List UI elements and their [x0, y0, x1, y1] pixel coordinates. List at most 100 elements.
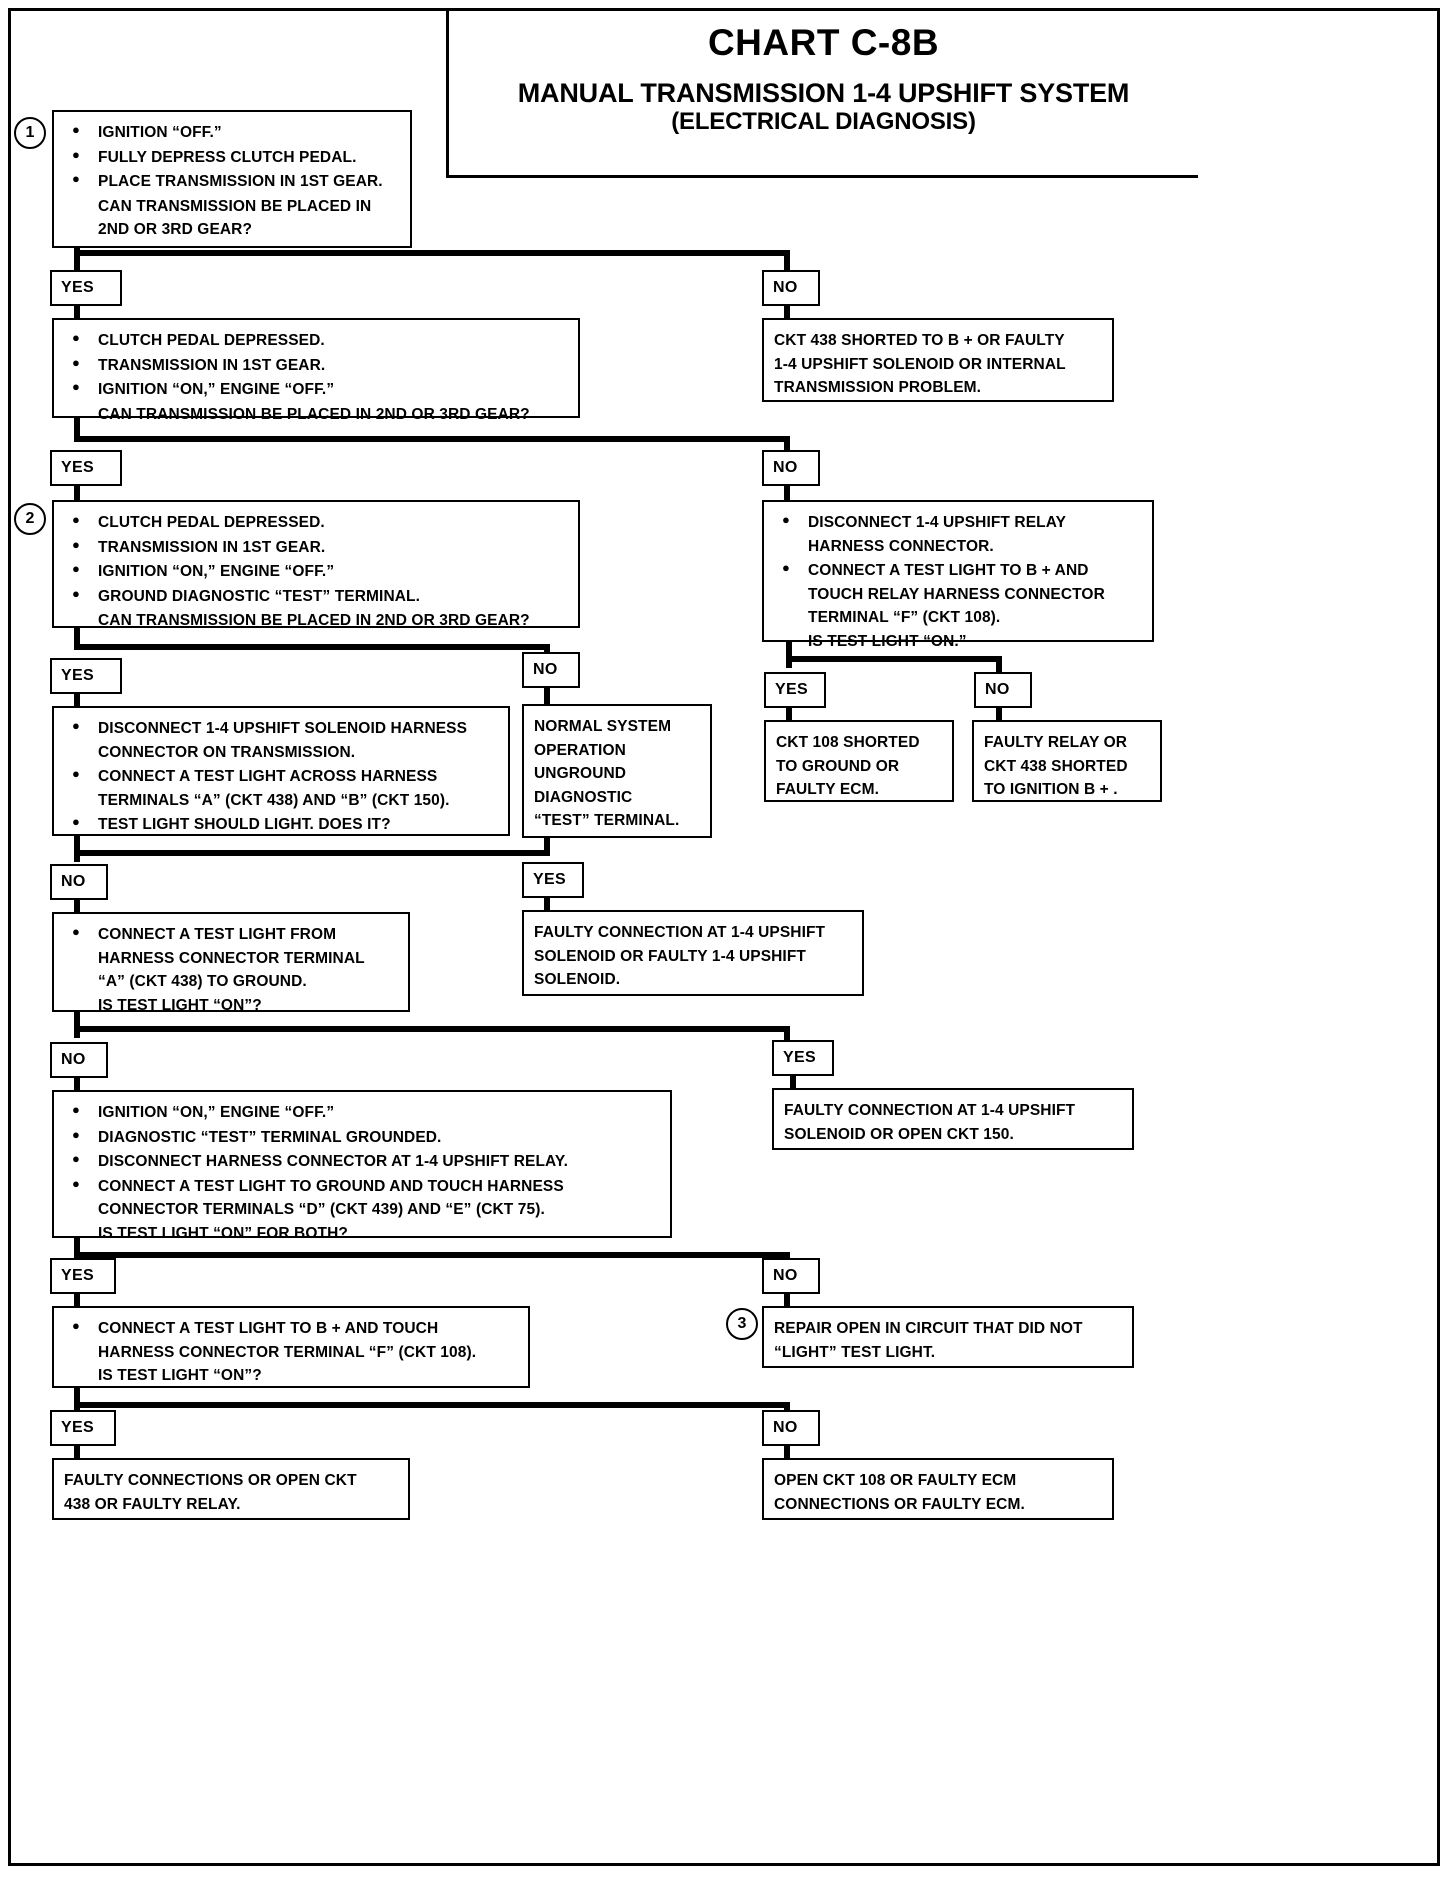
connector-line [74, 628, 80, 650]
connector-line [74, 1446, 80, 1460]
final-yes-result: FAULTY CONNECTIONS OR OPEN CKT 438 OR FA… [52, 1458, 410, 1520]
bullet: CLUTCH PEDAL DEPRESSED. [64, 510, 568, 535]
node-5-yes-result: FAULTY CONNECTION AT 1-4 UPSHIFT SOLENOI… [522, 910, 864, 996]
branch-label-no: NO [522, 652, 580, 688]
connector-line [74, 900, 80, 914]
connector-line [996, 708, 1002, 722]
connector-line [74, 1252, 790, 1258]
branch-label-no: NO [50, 864, 108, 900]
node-2-no-relay-test: DISCONNECT 1-4 UPSHIFT RELAY HARNESS CON… [762, 500, 1154, 650]
bullet: TRANSMISSION IN 1ST GEAR. [64, 535, 568, 560]
step-circle-2: 2 [14, 503, 46, 535]
connector-line [74, 1402, 790, 1408]
final-no-result: OPEN CKT 108 OR FAULTY ECM CONNECTIONS O… [762, 1458, 1114, 1520]
chart-id: CHART C-8B [707, 22, 940, 63]
relay-no-result: FAULTY RELAY OR CKT 438 SHORTED TO IGNIT… [972, 720, 1162, 802]
bullet: IGNITION “ON,” ENGINE “OFF.” [64, 377, 568, 402]
bullet: CONNECT A TEST LIGHT TO B + AND TOUCH RE… [774, 558, 1142, 653]
connector-line [544, 838, 550, 856]
result-text: FAULTY RELAY OR CKT 438 SHORTED TO IGNIT… [984, 734, 1128, 799]
connector-line [544, 688, 550, 704]
node-1-box: IGNITION “OFF.” FULLY DEPRESS CLUTCH PED… [52, 110, 412, 248]
relay-yes-result: CKT 108 SHORTED TO GROUND OR FAULTY ECM. [764, 720, 954, 802]
connector-line [544, 644, 550, 658]
connector-line [74, 436, 790, 442]
node-5-box: CONNECT A TEST LIGHT FROM HARNESS CONNEC… [52, 912, 410, 1014]
title-block: CHART C-8B MANUAL TRANSMISSION 1-4 UPSHI… [446, 10, 1198, 178]
connector-line [784, 306, 790, 320]
connector-line [74, 486, 80, 502]
connector-line [74, 850, 550, 856]
branch-label-yes: YES [772, 1040, 834, 1076]
bullet: IGNITION “ON,” ENGINE “OFF.” [64, 559, 568, 584]
connector-line [544, 898, 550, 912]
node-1-no-result: CKT 438 SHORTED TO B + OR FAULTY 1-4 UPS… [762, 318, 1114, 402]
connector-line [784, 486, 790, 502]
connector-line [74, 248, 80, 270]
question-text: CAN TRANSMISSION BE PLACED IN 2ND OR 3RD… [98, 405, 530, 423]
bullet: DISCONNECT 1-4 UPSHIFT RELAY HARNESS CON… [774, 510, 1142, 558]
node-7-repair-result: REPAIR OPEN IN CIRCUIT THAT DID NOT “LIG… [762, 1306, 1134, 1368]
bullet: FULLY DEPRESS CLUTCH PEDAL. [64, 145, 400, 170]
branch-label-no: NO [762, 450, 820, 486]
node-6-box: IGNITION “ON,” ENGINE “OFF.” DIAGNOSTIC … [52, 1090, 672, 1242]
result-text: NORMAL SYSTEM OPERATION UNGROUND DIAGNOS… [534, 718, 680, 830]
bullet: DIAGNOSTIC “TEST” TERMINAL GROUNDED. [64, 1125, 660, 1150]
result-text: FAULTY CONNECTION AT 1-4 UPSHIFT SOLENOI… [534, 924, 826, 989]
branch-label-yes: YES [764, 672, 826, 708]
connector-line [784, 250, 790, 272]
branch-label-yes: YES [50, 1410, 116, 1446]
connector-line [784, 436, 790, 452]
connector-line [74, 306, 80, 320]
connector-line [74, 836, 80, 862]
node-7-box: CONNECT A TEST LIGHT TO B + AND TOUCH HA… [52, 1306, 530, 1388]
result-text: FAULTY CONNECTIONS OR OPEN CKT 438 OR FA… [64, 1472, 357, 1513]
branch-label-yes: YES [50, 1258, 116, 1294]
connector-line [784, 1026, 790, 1042]
bullet: TRANSMISSION IN 1ST GEAR. [64, 353, 568, 378]
bullet: DISCONNECT HARNESS CONNECTOR AT 1-4 UPSH… [64, 1149, 660, 1174]
connector-line [784, 1446, 790, 1460]
branch-label-no: NO [762, 1258, 820, 1294]
result-text: OPEN CKT 108 OR FAULTY ECM CONNECTIONS O… [774, 1472, 1025, 1513]
bullet: DISCONNECT 1-4 UPSHIFT SOLENOID HARNESS … [64, 716, 498, 764]
chart-subtitle: (ELECTRICAL DIAGNOSIS) [671, 107, 976, 135]
connector-line [790, 1076, 796, 1090]
result-text: CKT 108 SHORTED TO GROUND OR FAULTY ECM. [776, 734, 920, 799]
result-text: REPAIR OPEN IN CIRCUIT THAT DID NOT “LIG… [774, 1320, 1083, 1361]
bullet: CONNECT A TEST LIGHT TO GROUND AND TOUCH… [64, 1174, 660, 1246]
bullet: TEST LIGHT SHOULD LIGHT. DOES IT? [64, 812, 498, 837]
connector-line [74, 1238, 80, 1264]
step-circle-1: 1 [14, 117, 46, 149]
result-text: CKT 438 SHORTED TO B + OR FAULTY 1-4 UPS… [774, 332, 1066, 397]
connector-line [996, 656, 1002, 672]
bullet: CLUTCH PEDAL DEPRESSED. [64, 328, 568, 353]
bullet: CONNECT A TEST LIGHT FROM HARNESS CONNEC… [64, 922, 398, 1017]
connector-line [786, 656, 1002, 662]
connector-line [786, 708, 792, 722]
branch-label-no: NO [50, 1042, 108, 1078]
bullet: CONNECT A TEST LIGHT TO B + AND TOUCH HA… [64, 1316, 518, 1388]
bullet: GROUND DIAGNOSTIC “TEST” TERMINAL. [64, 584, 568, 609]
node-4-box: DISCONNECT 1-4 UPSHIFT SOLENOID HARNESS … [52, 706, 510, 836]
connector-line [74, 1294, 80, 1308]
bullet: IGNITION “ON,” ENGINE “OFF.” [64, 1100, 660, 1125]
connector-line [786, 642, 792, 668]
result-text: FAULTY CONNECTION AT 1-4 UPSHIFT SOLENOI… [784, 1102, 1076, 1143]
connector-line [74, 644, 550, 650]
bullet: CONNECT A TEST LIGHT ACROSS HARNESS TERM… [64, 764, 498, 812]
connector-line [74, 1078, 80, 1092]
chart-title: MANUAL TRANSMISSION 1-4 UPSHIFT SYSTEM [517, 77, 1130, 108]
page-border [8, 8, 1440, 1866]
connector-line [74, 694, 80, 708]
connector-line [74, 418, 80, 440]
normal-operation-result: NORMAL SYSTEM OPERATION UNGROUND DIAGNOS… [522, 704, 712, 838]
branch-label-yes: YES [522, 862, 584, 898]
connector-line [74, 1026, 790, 1032]
bullet: IGNITION “OFF.” [64, 120, 400, 145]
connector-line [74, 1012, 80, 1038]
connector-line [74, 1388, 80, 1414]
node-2-box: CLUTCH PEDAL DEPRESSED. TRANSMISSION IN … [52, 318, 580, 423]
branch-label-yes: YES [50, 658, 122, 694]
